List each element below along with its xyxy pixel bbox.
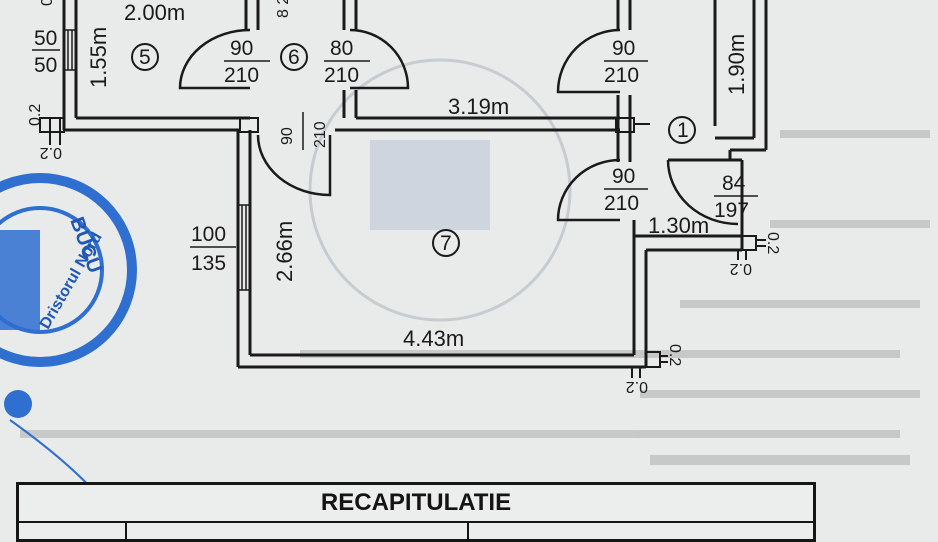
svg-text:135: 135: [191, 252, 226, 275]
window-label-room7: 100 135: [190, 223, 236, 275]
window-label-room5: 50 50: [32, 27, 60, 77]
svg-text:90: 90: [612, 37, 635, 60]
svg-text:84: 84: [722, 172, 746, 195]
door-top-right: [556, 28, 621, 94]
svg-text:90: 90: [279, 127, 296, 145]
door-label-top-right: 90 210: [604, 37, 648, 87]
window-room7: [237, 204, 251, 291]
dim-right-height: 1.90m: [724, 34, 749, 95]
cut-label-mid: 8 2: [275, 0, 292, 18]
svg-text:80: 80: [330, 37, 353, 60]
wall-thickness-f: 0.2: [626, 378, 648, 395]
wall-thickness-e: 0.2: [666, 344, 683, 366]
door-middle: [256, 134, 332, 197]
recap-divider: [19, 521, 813, 523]
wall-thickness-c: 0.2: [764, 232, 781, 254]
svg-text:210: 210: [604, 192, 639, 215]
room-1-number: 1: [677, 119, 689, 142]
room-markers: [131, 43, 696, 257]
door-label-room5: 90 210: [224, 37, 270, 87]
dim-corridor-width: 3.19m: [448, 94, 509, 119]
door-label-middle: 90 210: [279, 112, 329, 150]
svg-text:50: 50: [34, 27, 57, 50]
doors: [178, 28, 739, 226]
stamp-text-2: Dristorul Nord: [37, 230, 106, 332]
recap-title: RECAPITULATIE: [320, 489, 512, 516]
svg-text:90: 90: [612, 165, 635, 188]
door-label-room6: 80 210: [324, 37, 370, 87]
door-label-room7: 90 210: [604, 165, 648, 215]
door-room6: [349, 28, 410, 90]
recap-column-divider: [467, 521, 469, 539]
door-room5: [178, 28, 251, 90]
svg-text:50: 50: [34, 54, 57, 77]
wall-thickness-d: 0.2: [730, 260, 752, 277]
dim-room5-height: 1.55m: [86, 27, 111, 88]
wall-thickness-a: 0.2: [27, 104, 44, 126]
svg-text:210: 210: [312, 121, 329, 148]
wall-joints: [39, 117, 766, 378]
floor-plan: BUCU Dristorul Nord: [0, 0, 930, 511]
svg-text:210: 210: [324, 64, 359, 87]
svg-text:210: 210: [224, 64, 259, 87]
svg-text:210: 210: [604, 64, 639, 87]
dim-top-width: 2.00m: [124, 0, 185, 25]
room-6-number: 6: [288, 46, 300, 69]
svg-text:100: 100: [191, 223, 226, 246]
cut-label-left: 0: [39, 0, 56, 6]
dim-bath-width: 1.30m: [648, 213, 709, 238]
room-5-number: 5: [139, 46, 151, 69]
wall-thickness-b: 0.2: [40, 144, 62, 161]
door-room7: [556, 158, 621, 222]
window-room5: [63, 29, 77, 71]
door-entrance: [666, 159, 739, 226]
dim-room7-width: 4.43m: [403, 326, 464, 351]
recap-table: RECAPITULATIE: [16, 482, 816, 542]
blue-stamp: BUCU Dristorul Nord: [0, 173, 137, 511]
svg-text:90: 90: [230, 37, 253, 60]
recap-column-divider: [125, 521, 127, 539]
door-label-entrance: 84 197: [714, 172, 758, 222]
room-7-number: 7: [440, 232, 452, 255]
dim-room7-height: 2.66m: [272, 221, 297, 282]
faint-seal: [308, 58, 572, 322]
svg-text:197: 197: [714, 199, 749, 222]
